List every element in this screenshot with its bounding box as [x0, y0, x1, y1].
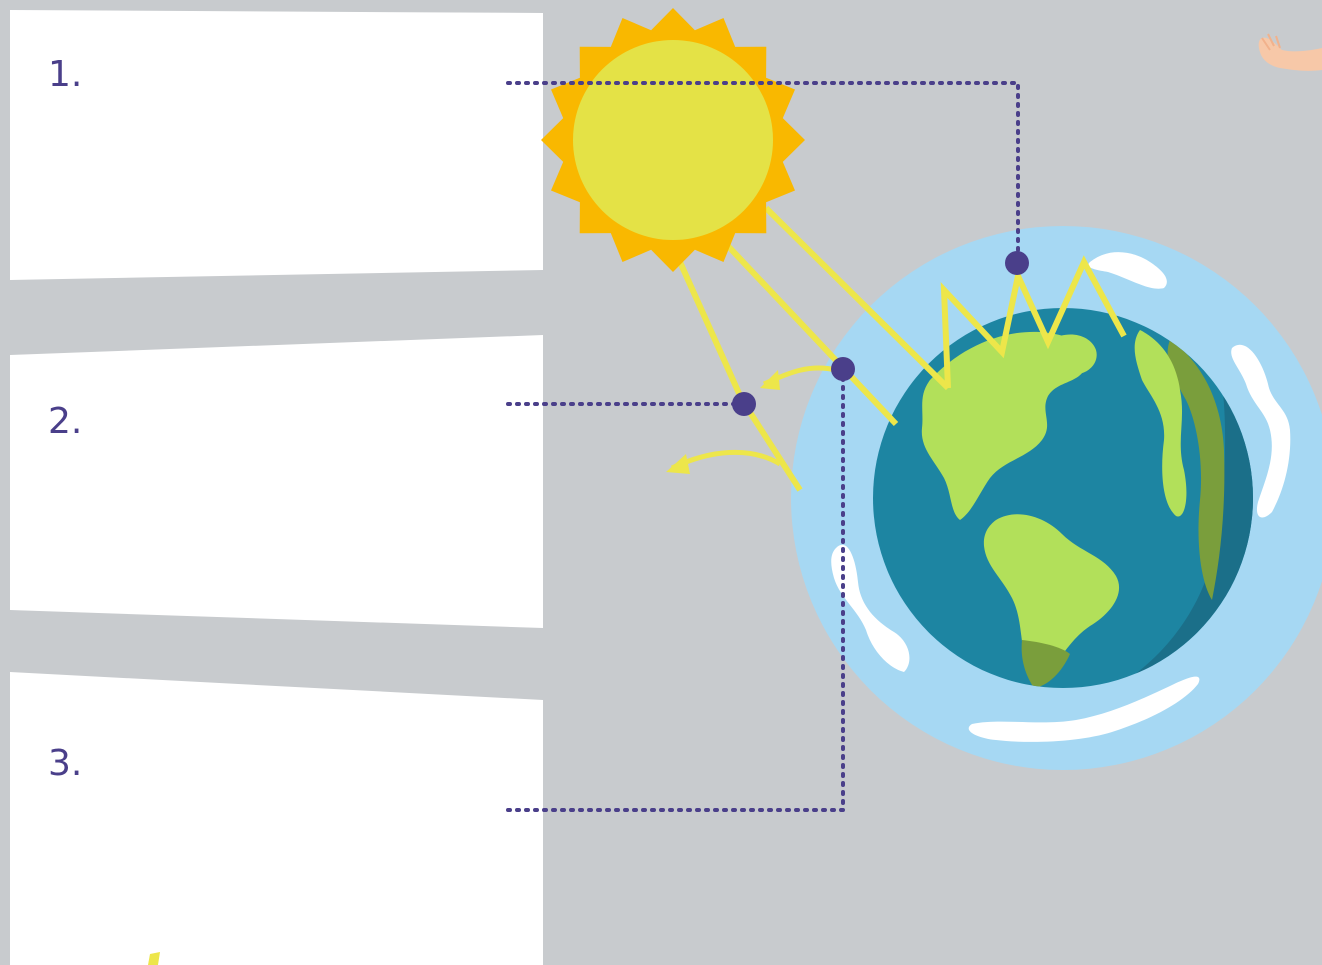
panel-label-1: 1. — [48, 54, 83, 95]
waving-hand-icon — [1258, 33, 1322, 71]
marker-dot-2 — [732, 392, 756, 416]
connector-1 — [506, 81, 1020, 264]
answer-panel-1 — [10, 10, 543, 280]
arrowhead-upper — [760, 370, 780, 390]
yellow-mark — [148, 952, 160, 965]
connector-3 — [506, 367, 845, 812]
clouds — [831, 252, 1291, 742]
sun-disc — [573, 40, 773, 240]
sun-icon — [541, 8, 805, 272]
connectors — [506, 81, 1020, 812]
marker-dot-3 — [831, 357, 855, 381]
panel-label-3: 3. — [48, 743, 83, 784]
arrowhead-lower — [666, 454, 690, 474]
answer-panel-2 — [10, 335, 543, 628]
panel-label-2: 2. — [48, 401, 83, 442]
marker-dot-1 — [1005, 251, 1029, 275]
answer-panel-3 — [10, 672, 543, 965]
